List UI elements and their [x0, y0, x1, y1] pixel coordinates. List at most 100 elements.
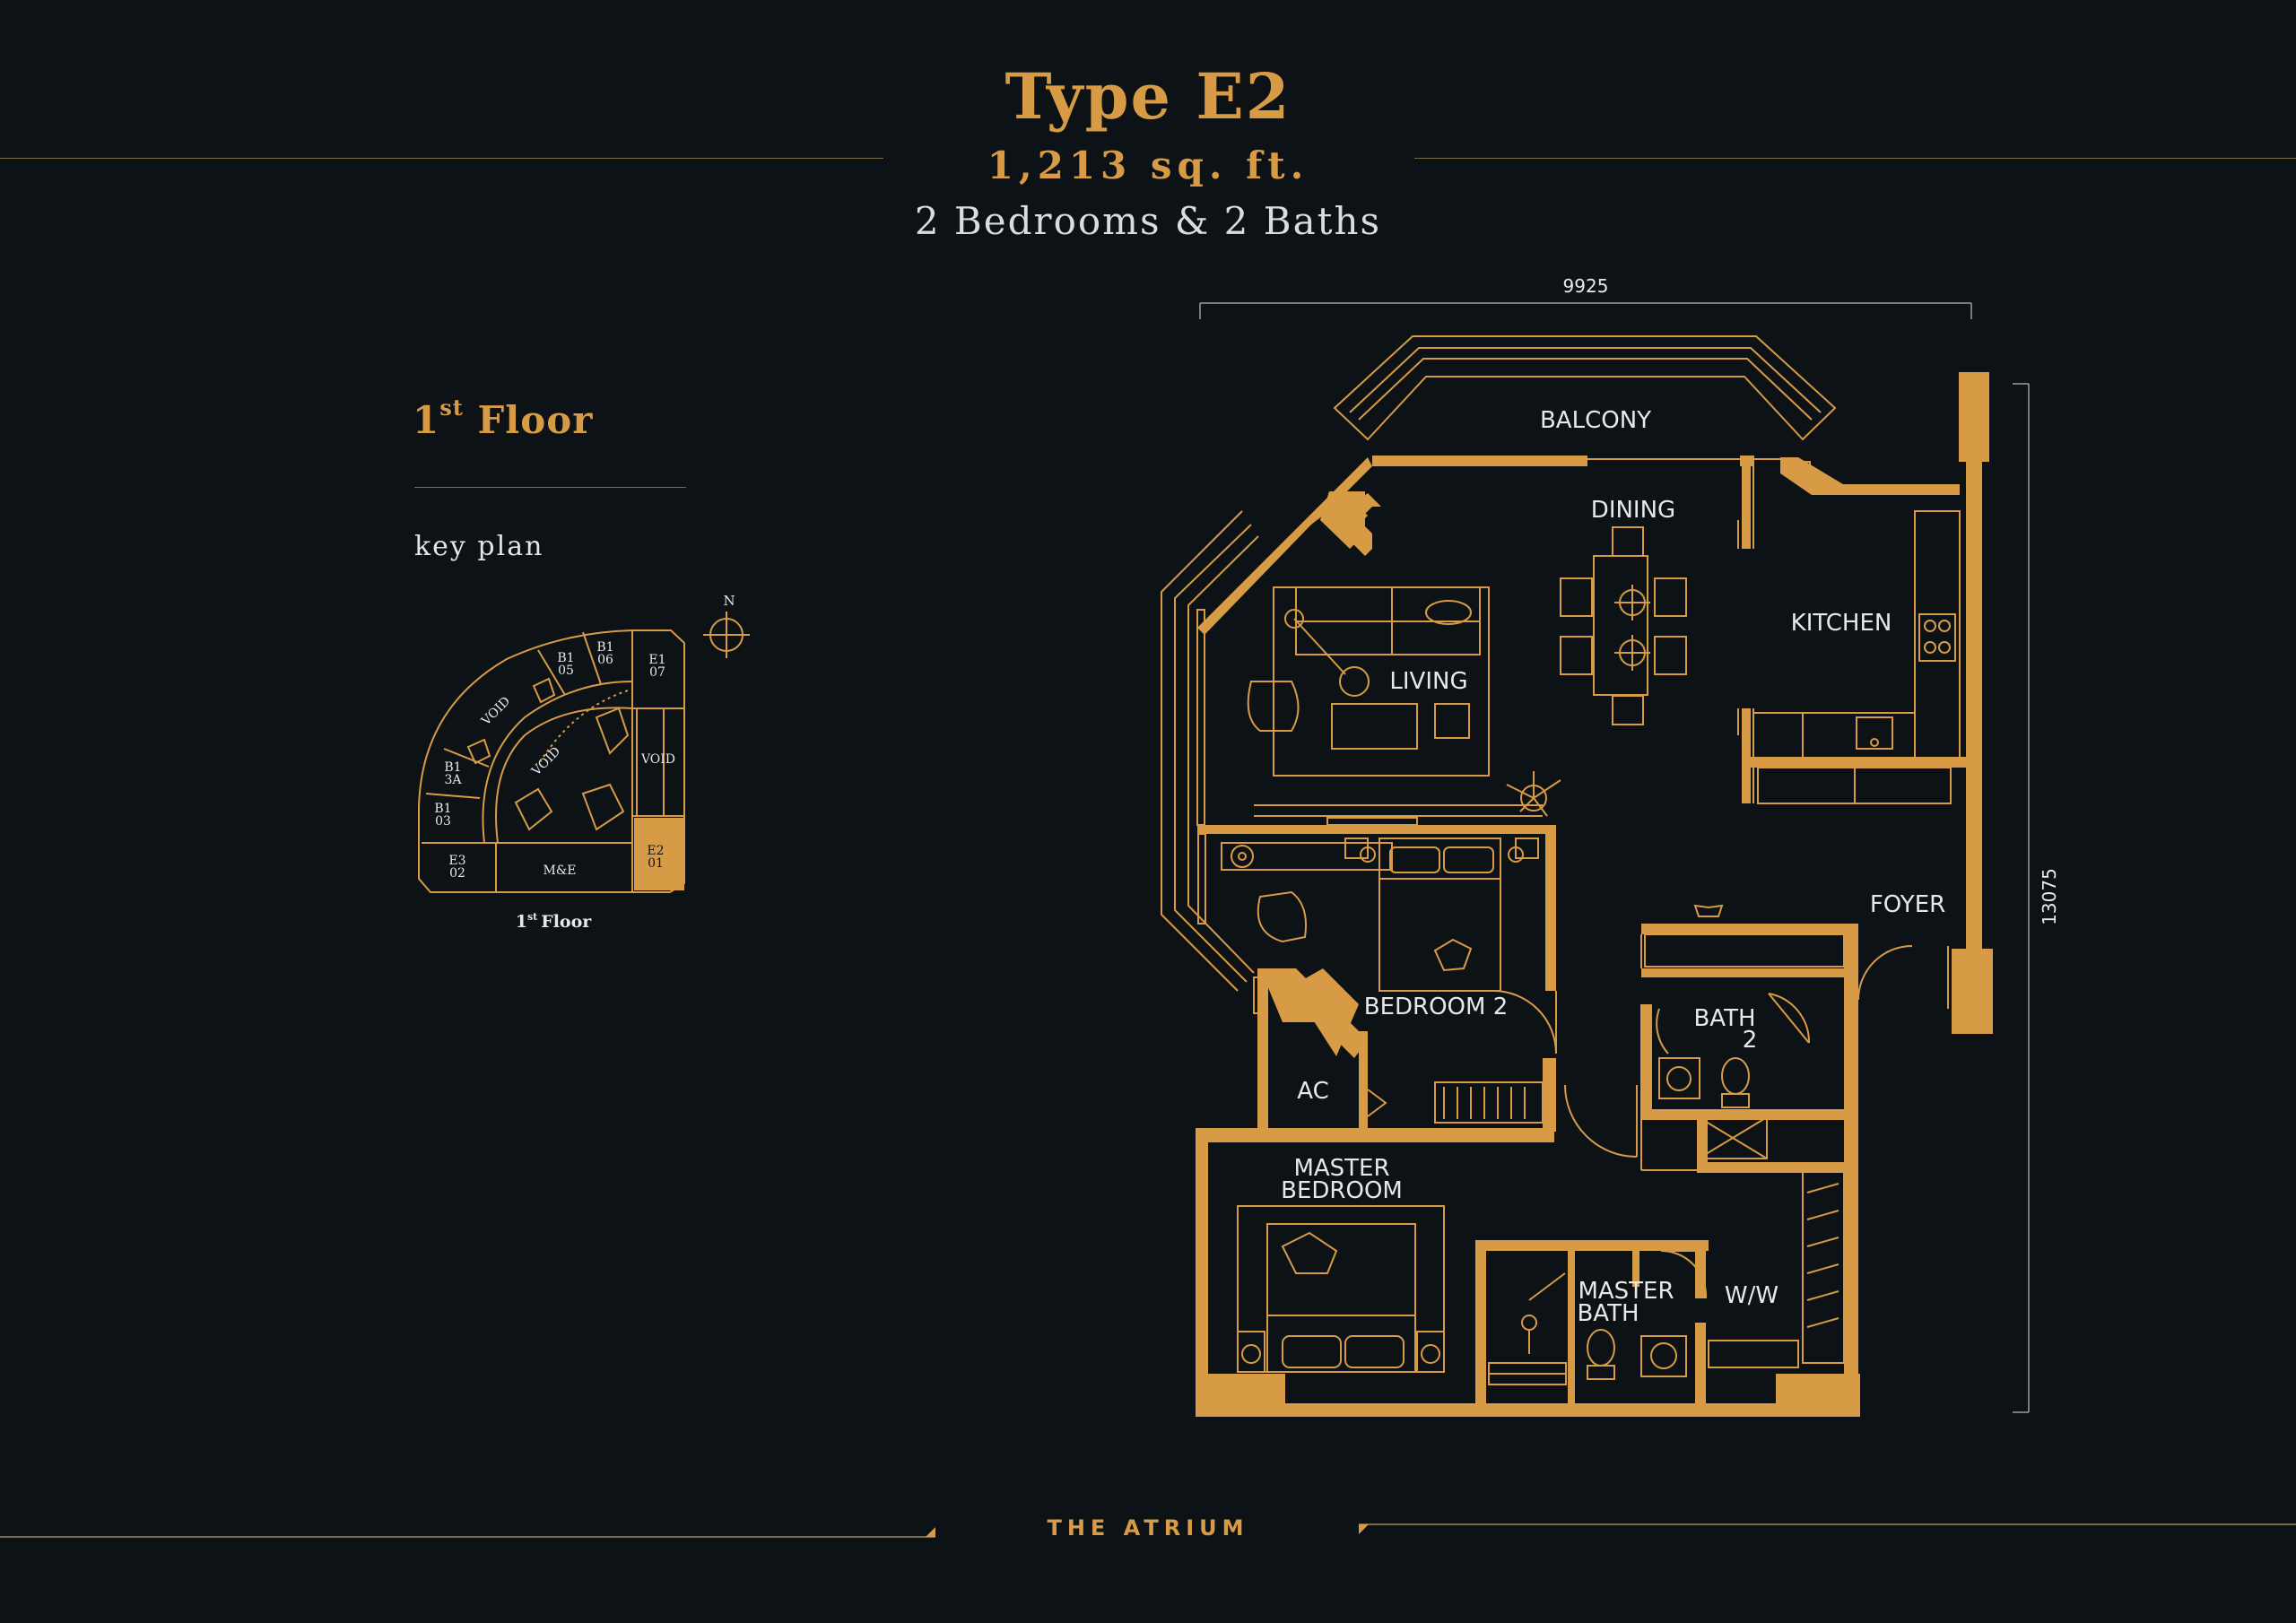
wall-shaft-south — [1697, 1162, 1849, 1173]
wall-shower-divider — [1568, 1251, 1575, 1412]
wall-ac-east — [1359, 1031, 1368, 1130]
study-desk — [1221, 842, 1393, 871]
footer-brand: THE ATRIUM — [1047, 1515, 1249, 1541]
wall-east — [1966, 372, 1982, 1027]
kp-void-inner: VOID — [528, 744, 563, 779]
wall-ac-west — [1257, 968, 1268, 1130]
wall-bath2-east — [1844, 924, 1858, 1417]
label-bath2-line2: 2 — [1743, 1027, 1758, 1054]
label-master-bedroom-line1: MASTER — [1293, 1155, 1389, 1182]
width-dimension-line — [1199, 302, 1972, 319]
cushion — [1425, 600, 1472, 625]
shaft — [1698, 1116, 1768, 1159]
label-foyer: FOYER — [1870, 891, 1945, 918]
unit-type-title: Type E2 — [1004, 59, 1292, 134]
door-bed2-hall — [1564, 1084, 1638, 1158]
side-table — [1434, 703, 1470, 739]
ac-arrow — [1367, 1089, 1387, 1117]
kp-unit-b1-06-code: B1 — [596, 640, 613, 655]
height-dimension-line — [2013, 383, 2030, 1413]
kp-unit-e3-02-code: E3 — [448, 854, 465, 868]
kp-unit-b1-06-number: 06 — [597, 653, 613, 667]
label-living: LIVING — [1389, 668, 1467, 695]
wall-bath-stub — [1632, 1251, 1639, 1287]
window-ac — [1253, 976, 1262, 1014]
wall-bath2-north — [1641, 924, 1848, 934]
tv-unit — [1326, 817, 1418, 826]
master-toilet — [1587, 1329, 1615, 1367]
kp-unit-e3-02-number: 02 — [449, 866, 465, 881]
master-wardrobe-side — [1802, 1169, 1845, 1364]
label-master-bath-line1: MASTER — [1578, 1278, 1674, 1305]
wall-top-kitchen — [1780, 457, 1960, 495]
master-basin — [1640, 1335, 1687, 1377]
floor-label: 1st Floor — [413, 395, 593, 442]
kp-unit-e2-01-code: E2 — [647, 844, 664, 858]
wall-bath2-south — [1641, 1109, 1857, 1120]
master-bedroom-set — [1237, 1169, 1845, 1373]
interior-lines — [1196, 466, 1949, 1385]
plant-icon — [1238, 771, 1561, 861]
wall-column-foyer — [1952, 949, 1993, 1034]
label-bedroom2: BEDROOM 2 — [1364, 994, 1509, 1020]
floor-word: Floor — [477, 398, 594, 442]
label-dining: DINING — [1591, 497, 1675, 524]
door-foyer — [1857, 945, 1913, 1001]
lamp — [1339, 666, 1370, 697]
bathroom-fittings — [1521, 904, 1845, 1380]
kp-unit-e1-07-code: E1 — [648, 653, 665, 667]
unit-header: Type E2 1,213 sq. ft. 2 Bedrooms & 2 Bat… — [0, 54, 2296, 249]
width-dimension-label: 9925 — [1563, 275, 1609, 297]
floor-number: 1 — [413, 398, 440, 442]
master-bed — [1266, 1223, 1416, 1373]
room-labels: BALCONY DINING KITCHEN LIVING FOYER BEDR… — [1281, 407, 1945, 1327]
dining-table — [1593, 555, 1648, 696]
kp-unit-b1-03-code: B1 — [434, 802, 451, 816]
kp-unit-e1-07-number: 07 — [649, 665, 665, 680]
wall-masterbath-east-top — [1695, 1240, 1706, 1298]
balcony-outline — [1333, 335, 1837, 460]
dining-set — [1560, 526, 1687, 725]
window-west-living — [1196, 609, 1205, 826]
kp-unit-b1-05-code: B1 — [557, 651, 574, 665]
bedroom2-set — [1221, 838, 1544, 1124]
kp-mne: M&E — [543, 864, 576, 878]
label-ac: AC — [1297, 1078, 1328, 1105]
wall-master-north — [1196, 1128, 1554, 1142]
unit-rooms: 2 Bedrooms & 2 Baths — [914, 199, 1382, 243]
master-wardrobe-bottom — [1708, 1340, 1799, 1368]
floor-suffix: st — [439, 395, 464, 421]
wall-diagonal-nw — [1197, 457, 1372, 635]
header-rule-right — [1414, 158, 2296, 159]
door-bed2 — [1492, 990, 1557, 1055]
wall-pier-nw — [1320, 491, 1365, 549]
kp-void-outer: VOID — [478, 694, 513, 729]
wall-masterbath-north — [1475, 1240, 1709, 1251]
key-plan-label: key plan — [414, 531, 544, 562]
wall-bath2-top2 — [1641, 968, 1848, 977]
bed2-bed — [1378, 838, 1501, 992]
bath2-basin — [1658, 1057, 1700, 1099]
wall-kitchen-south — [1751, 757, 1966, 768]
window-west-master — [1197, 1156, 1206, 1364]
kitchen-counter-south — [1752, 712, 1916, 759]
wall-masterbath-east-bottom — [1695, 1323, 1706, 1412]
label-master-bedroom-line2: BEDROOM — [1281, 1177, 1403, 1204]
compass-icon — [703, 612, 750, 658]
compass-north-label: N — [723, 593, 735, 609]
label-ww: W/W — [1725, 1282, 1779, 1309]
kp-void-right: VOID — [640, 752, 675, 767]
wall-bath2-west — [1641, 1004, 1652, 1119]
hob — [1918, 613, 1956, 662]
door-bath2-shower — [1768, 993, 1811, 1044]
label-balcony: BALCONY — [1540, 407, 1651, 434]
bath2-fixture — [1693, 904, 1724, 917]
shower-head — [1521, 1315, 1537, 1331]
wall-bed2-east-low — [1543, 1058, 1556, 1132]
window-west-bed2 — [1197, 833, 1206, 924]
kp-unit-b1-05-number: 05 — [558, 664, 574, 678]
wall-bed2-north — [1197, 825, 1556, 834]
wall-ac-block — [1292, 968, 1359, 1056]
